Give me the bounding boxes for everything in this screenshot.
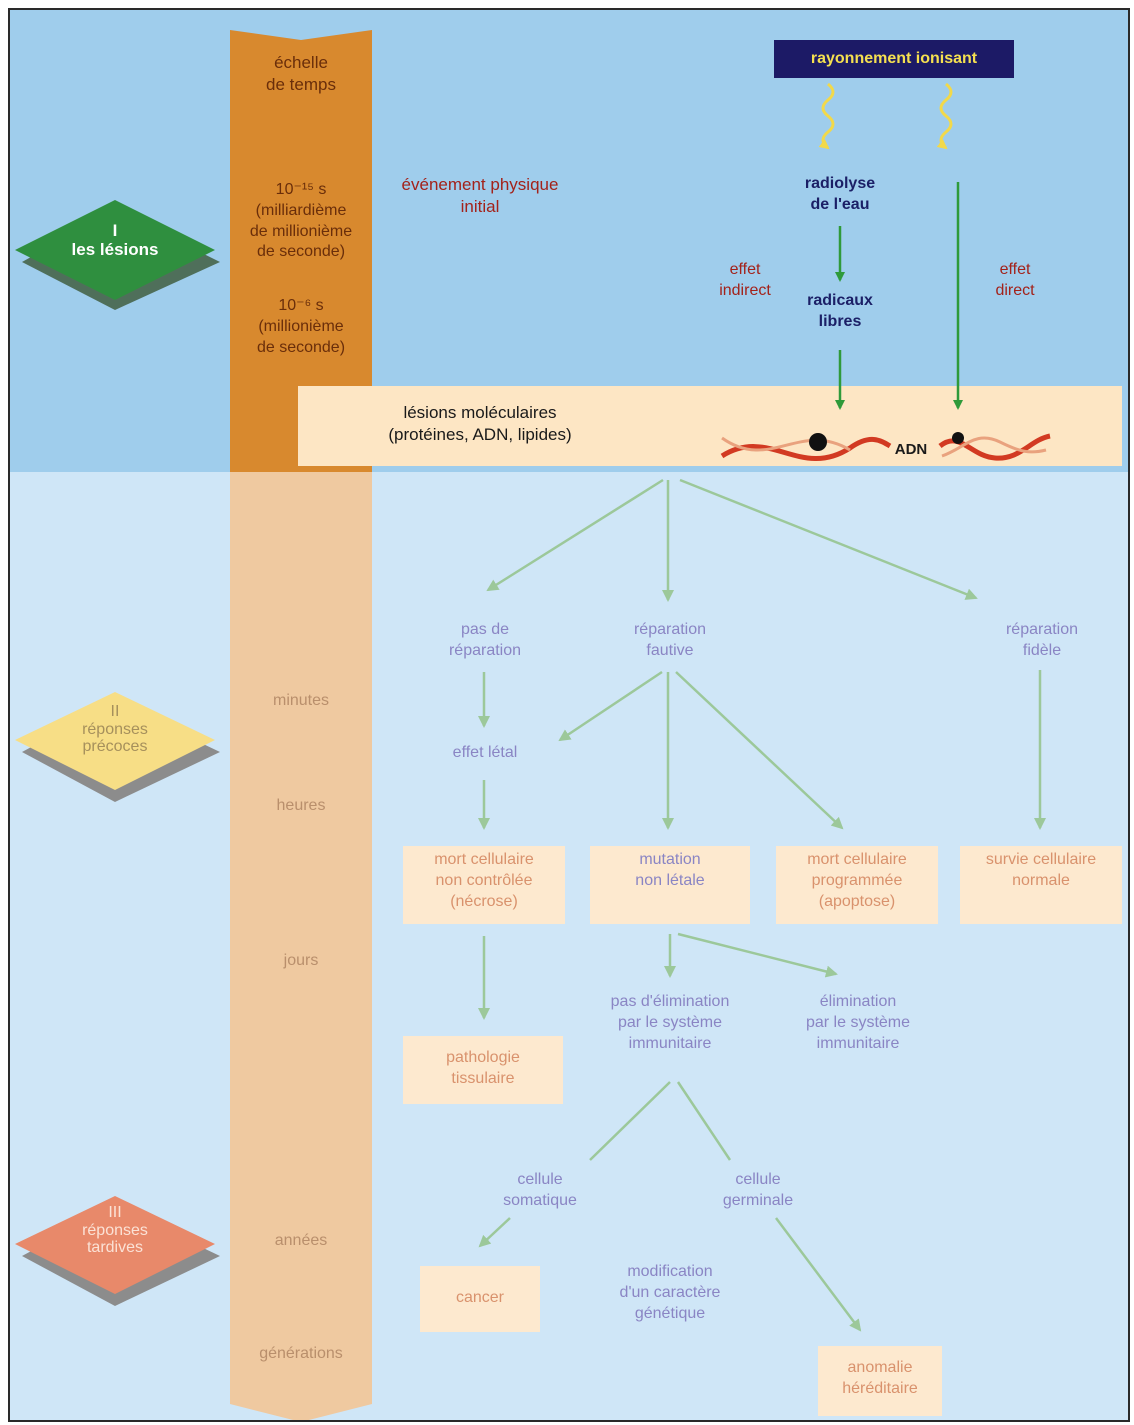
diamond-precoces xyxy=(15,692,215,790)
evenement-physique-label: événement physique initial xyxy=(401,175,559,217)
arrow-to-reparation-fidele xyxy=(679,478,978,600)
cellule-somatique-label: cellule somatique xyxy=(503,1171,577,1209)
pathologie-label: pathologie tissulaire xyxy=(446,1049,520,1087)
reparation-fautive-label: réparation fautive xyxy=(633,621,707,659)
mort-non-controlee-label: mort cellulaire non contrôlée (nécrose) xyxy=(434,851,534,910)
radiolyse-label: radiolyse de l'eau xyxy=(804,175,876,213)
box-cancer xyxy=(420,1266,540,1332)
timebar-shape xyxy=(230,30,372,1420)
arrow-to-pas-reparation xyxy=(486,478,664,592)
rayonnement-ionisant-box: rayonnement ionisant xyxy=(774,40,1014,78)
effet-letal-label: effet létal xyxy=(452,744,518,761)
diamond-lesions xyxy=(15,200,215,300)
survie-label: survie cellulaire normale xyxy=(985,851,1097,889)
arrow-to-mort-programmee xyxy=(675,671,844,830)
line-to-germinale xyxy=(676,1081,732,1161)
dna-strand-1b xyxy=(721,436,851,452)
box-anomalie xyxy=(818,1346,942,1416)
box-survie xyxy=(960,846,1122,924)
modification-label: modification d'un caractère génétique xyxy=(619,1263,721,1322)
lesions-moleculaires-banner xyxy=(298,386,1122,466)
pas-reparation-label: pas de réparation xyxy=(448,621,522,659)
line-to-somatique xyxy=(589,1081,671,1161)
effet-direct-label: effet direct xyxy=(995,261,1035,299)
dna-strand-2b xyxy=(941,436,1047,458)
radiation-wave-indirect xyxy=(818,82,835,150)
dna-strand-1a xyxy=(720,437,892,461)
phase-tardives-label: III réponses tardives xyxy=(82,1204,148,1257)
dna-lesion-dot-2 xyxy=(952,432,964,444)
time-generations: générations xyxy=(259,1345,343,1362)
adn-label: ADN xyxy=(894,441,928,458)
mutation-label: mutation non létale xyxy=(635,851,705,889)
time-microsecond: 10⁻⁶ s (millionième de seconde) xyxy=(256,297,346,356)
effet-indirect-label: effet indirect xyxy=(719,261,771,299)
phase-diamonds xyxy=(15,200,220,1306)
pas-elimination-label: pas d'élimination par le système immunit… xyxy=(610,993,730,1052)
arrows-layer xyxy=(478,82,1051,1332)
box-pathologie xyxy=(403,1036,563,1104)
box-mort-non-controlee xyxy=(403,846,565,924)
dna-lesion-dot-1 xyxy=(809,433,827,451)
time-scale-title: échelle de temps xyxy=(266,53,336,95)
arrow-fautive-to-letal xyxy=(558,670,663,742)
timebar-dark xyxy=(230,30,372,472)
diamond-tardives xyxy=(15,1196,215,1294)
arrow-to-cancer xyxy=(478,1217,511,1248)
time-heures: heures xyxy=(276,797,326,814)
diagram-frame: échelle de temps 10⁻¹⁵ s (milliardième d… xyxy=(8,8,1130,1422)
arrow-to-anomalie xyxy=(775,1217,862,1332)
time-femtosecond: 10⁻¹⁵ s (milliardième de millionième de … xyxy=(249,181,353,261)
reparation-fidele-label: réparation fidèle xyxy=(1005,621,1079,659)
elimination-label: élimination par le système immunitaire xyxy=(805,993,911,1052)
arrow-to-elimination xyxy=(677,932,838,978)
box-mutation xyxy=(590,846,750,924)
cancer-label: cancer xyxy=(455,1289,505,1306)
timebar-light xyxy=(230,472,372,1420)
cellule-germinale-label: cellule germinale xyxy=(722,1171,794,1209)
time-annees: années xyxy=(274,1232,328,1249)
rayonnement-ionisant-label: rayonnement ionisant xyxy=(810,50,978,67)
mort-programmee-label: mort cellulaire programmée (apoptose) xyxy=(807,851,907,910)
phase-lesions-label: I les lésions xyxy=(71,221,159,259)
time-minutes: minutes xyxy=(272,692,330,709)
lesions-moleculaires-label: lésions moléculaires (protéines, ADN, li… xyxy=(388,403,572,445)
time-jours: jours xyxy=(283,952,319,969)
radicaux-libres-label: radicaux libres xyxy=(807,292,873,330)
box-mort-programmee xyxy=(776,846,938,924)
radiation-wave-direct xyxy=(936,82,953,150)
phase-precoces-label: II réponses précoces xyxy=(82,703,148,756)
anomalie-label: anomalie héréditaire xyxy=(842,1359,918,1397)
